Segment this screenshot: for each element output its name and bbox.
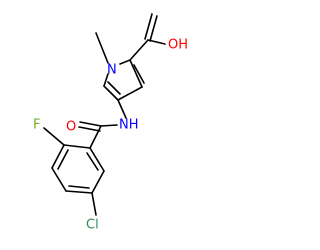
bond-ar5-ar6 [91, 170, 105, 194]
bond-ar1-ar2 [63, 144, 91, 149]
hydroxyl-label: OH [168, 38, 188, 53]
bond-ar2-ar3-double [57, 149, 69, 170]
bond-ar6-ar1-double [86, 152, 99, 171]
bond-ar3-ar4 [51, 167, 67, 192]
bond-ar4-ar5-double [68, 185, 90, 189]
ring-nitrogen-label: N [107, 63, 117, 78]
bond-ar2-f [43, 127, 65, 146]
structure-diagram: OH O N NH F Cl [33, 13, 188, 233]
bond-c2-c3 [129, 59, 143, 88]
bond-n1-c2 [119, 59, 131, 65]
bond-ar4-ar5 [65, 190, 93, 194]
chlorine-label: Cl [86, 218, 99, 233]
bond-ar5-cl [91, 192, 97, 216]
bond-carbonyl-c-double-o [79, 121, 102, 127]
carbonyl-oxygen-label: O [66, 120, 76, 135]
bond-c3-c4 [117, 86, 143, 101]
bond-c4-c5-double [107, 81, 121, 95]
bond-c5-n1 [103, 73, 109, 87]
bond-c4-nh [117, 99, 127, 119]
bond-carbonyl-c-double-o-2 [78, 126, 101, 132]
fluorine-label: F [33, 118, 40, 133]
bond-ar6-ar1 [89, 147, 105, 172]
bond-acid-c-double-o-2 [149, 15, 158, 42]
bond-c4-c5 [103, 85, 119, 101]
bond-n1-methyl [95, 32, 109, 64]
amide-nh-label: NH [119, 118, 139, 133]
bond-carbonyl-c-ring [89, 125, 102, 149]
bond-acid-c-oh [147, 39, 166, 45]
bond-nh-carbonyl-c [100, 124, 118, 127]
bond-ar2-ar3 [51, 144, 65, 169]
bond-c2-cooh [129, 39, 149, 61]
bond-c2-c3-double [133, 64, 145, 84]
molecule-canvas: OH O N NH F Cl [33, 13, 189, 233]
bond-acid-c-double-o [144, 13, 153, 40]
